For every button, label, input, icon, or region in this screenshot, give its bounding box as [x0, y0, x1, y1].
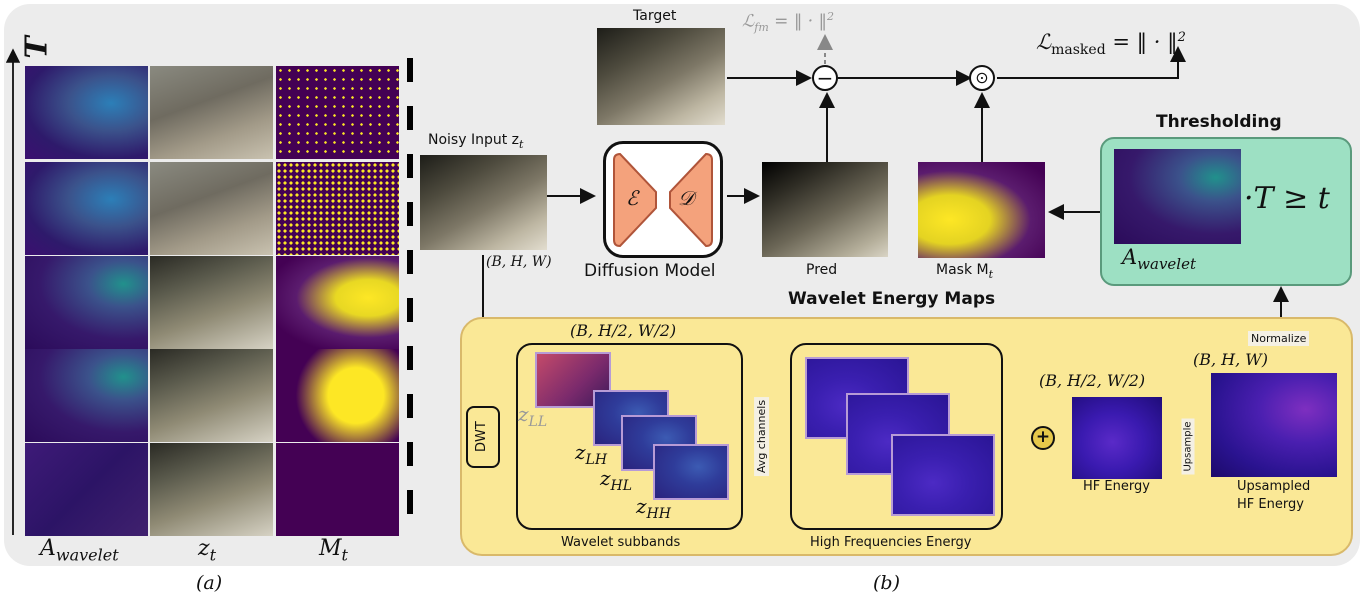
- zt-tile-4: [150, 349, 273, 442]
- subband-hl-label: zHL: [600, 466, 633, 494]
- threshold-awavelet-label: Awavelet: [1122, 245, 1197, 274]
- hf-energy-caption: HF Energy: [1083, 479, 1150, 494]
- divider-dash: [407, 58, 413, 82]
- upsampled-hf-image: [1211, 373, 1337, 477]
- threshold-expression: ·T ≥ t: [1244, 181, 1330, 216]
- thresholding-panel: ·T ≥ t Awavelet: [1100, 137, 1352, 286]
- zt-tile-5: [150, 443, 273, 536]
- zt-tile-1: [150, 66, 273, 159]
- upsampled-caption-1: Upsampled: [1237, 479, 1311, 494]
- wavelet-energy-title: Wavelet Energy Maps: [788, 289, 996, 309]
- mask-tile-1: [276, 66, 399, 159]
- subband-hh-label: zHH: [636, 494, 671, 522]
- divider-dash: [407, 202, 413, 226]
- subbands-box: [516, 343, 743, 530]
- noisy-input-image: [420, 155, 547, 250]
- mask-tile-5: [276, 443, 399, 536]
- thresholding-title: Thresholding: [1156, 112, 1282, 132]
- energy-map-3: [891, 434, 995, 516]
- sum-operator: +: [1031, 426, 1055, 450]
- zt-tile-2: [150, 162, 273, 255]
- subband-hh: [653, 444, 729, 500]
- noisy-input-label: Noisy Input zt: [428, 132, 524, 151]
- time-axis-label: T: [19, 36, 55, 59]
- col-label-mt: Mt: [319, 536, 348, 565]
- awavelet-tile-5: [25, 443, 148, 536]
- dwt-label: DWT: [474, 421, 489, 452]
- divider-dash: [407, 442, 413, 466]
- decoder-symbol: 𝒟: [678, 186, 694, 210]
- normalize-label: Normalize: [1248, 331, 1310, 346]
- subband-lh-label: zLH: [575, 440, 608, 468]
- awavelet-tile-4: [25, 349, 148, 442]
- mask-label: Mask Mt: [936, 262, 994, 281]
- divider-dash: [407, 106, 413, 130]
- pred-image: [762, 162, 888, 257]
- divider-dash: [407, 346, 413, 370]
- upsampled-caption-2: HF Energy: [1237, 497, 1304, 512]
- unet-shape: [613, 152, 713, 248]
- col-label-awavelet: Awavelet: [40, 536, 119, 565]
- subband-ll-label: zLL: [518, 402, 548, 430]
- hadamard-operator: ⊙: [969, 65, 995, 91]
- target-image: [597, 28, 725, 125]
- mask-tile-3: [276, 256, 399, 349]
- loss-masked: ℒmasked = ‖ · ‖2: [1036, 30, 1186, 59]
- dwt-block: DWT: [466, 406, 500, 468]
- caption-b: (b): [873, 572, 900, 594]
- divider-dash: [407, 490, 413, 514]
- shape-bhw: (B, H, W): [486, 254, 552, 270]
- target-label: Target: [633, 8, 677, 24]
- pred-label: Pred: [806, 262, 838, 278]
- col-label-zt: zt: [198, 536, 217, 565]
- diffusion-model-box: ℰ 𝒟: [603, 141, 723, 258]
- divider-dash: [407, 394, 413, 418]
- awavelet-tile-2: [25, 162, 148, 255]
- shape-bhw-2: (B, H, W): [1193, 350, 1268, 369]
- mask-tile-2: [276, 162, 399, 255]
- awavelet-tile-1: [25, 66, 148, 159]
- subband-ll: [535, 352, 611, 408]
- shape-half-2: (B, H/2, W/2): [1039, 371, 1146, 390]
- caption-a: (a): [196, 572, 223, 594]
- shape-half: (B, H/2, W/2): [570, 321, 677, 340]
- awavelet-tile-3: [25, 256, 148, 349]
- threshold-awavelet-image: [1114, 149, 1241, 244]
- mask-tile-4: [276, 349, 399, 442]
- divider-dash: [407, 154, 413, 178]
- divider-dash: [407, 298, 413, 322]
- divider-dash: [407, 250, 413, 274]
- zt-tile-3: [150, 256, 273, 349]
- avg-channels-label: Avg channels: [754, 396, 770, 477]
- encoder-symbol: ℰ: [626, 186, 639, 210]
- diffusion-model-label: Diffusion Model: [584, 261, 716, 281]
- mask-image: [918, 162, 1045, 258]
- subtract-operator: −: [812, 65, 838, 91]
- wavelet-subbands-caption: Wavelet subbands: [561, 535, 681, 550]
- hf-energy-image: [1072, 397, 1162, 479]
- energy-box: [790, 343, 1003, 530]
- loss-fm: ℒfm = ‖ · ‖2: [742, 10, 835, 35]
- high-freq-energy-caption: High Frequencies Energy: [810, 535, 972, 550]
- upsample-label: Upsample: [1181, 418, 1195, 475]
